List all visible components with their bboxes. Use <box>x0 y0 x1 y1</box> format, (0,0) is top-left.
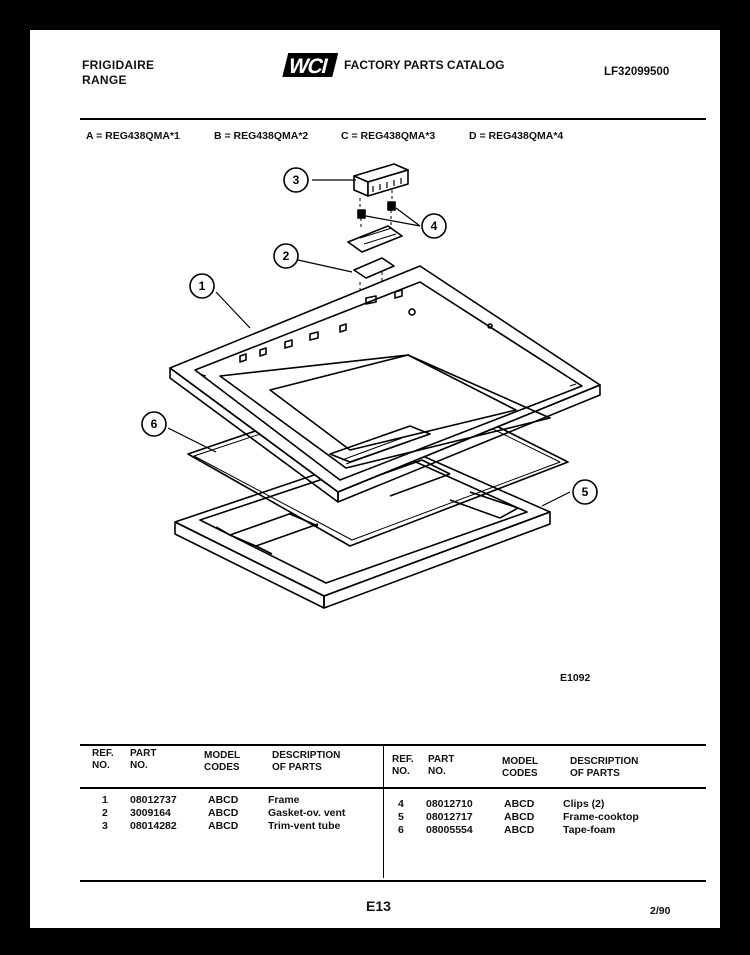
table-row-desc: Clips (2) <box>563 798 605 810</box>
table-row-part: 08012717 <box>426 811 473 823</box>
right-part-column: 08012710 08012717 08005554 <box>426 798 473 837</box>
logo-text: WCI <box>286 54 330 78</box>
right-header-ref: REF.NO. <box>392 754 414 777</box>
table-header-rule <box>80 787 706 789</box>
revision-date: 2/90 <box>650 905 671 917</box>
left-desc-column: Frame Gasket-ov. vent Trim-vent tube <box>268 794 345 833</box>
left-part-column: 08012737 3009164 08014282 <box>130 794 177 833</box>
svg-text:2: 2 <box>283 249 290 263</box>
vent-gasket-part <box>353 257 395 292</box>
product-type: RANGE <box>82 73 127 87</box>
svg-text:3: 3 <box>293 173 300 187</box>
header-rule <box>80 118 706 120</box>
table-row-part: 3009164 <box>130 807 171 819</box>
table-row-part: 08005554 <box>426 824 473 836</box>
right-codes-column: ABCD ABCD ABCD <box>504 798 534 837</box>
callout-1: 1 <box>189 273 215 299</box>
catalog-title: FACTORY PARTS CATALOG <box>344 58 505 72</box>
svg-text:5: 5 <box>582 485 589 499</box>
right-ref-column: 4 5 6 <box>398 798 404 837</box>
table-row-ref: 1 <box>102 794 108 806</box>
trim-vent-part <box>353 163 409 208</box>
clips-part <box>347 201 403 253</box>
table-row-codes: ABCD <box>504 798 535 810</box>
table-row-codes: ABCD <box>208 794 239 806</box>
model-a: A = REG438QMA*1 <box>86 130 180 142</box>
callout-2: 2 <box>273 243 299 269</box>
model-b: B = REG438QMA*2 <box>214 130 309 142</box>
table-row-desc: Tape-foam <box>563 824 616 836</box>
callout-5: 5 <box>572 479 598 505</box>
page-code: E13 <box>366 898 391 914</box>
table-row-codes: ABCD <box>504 811 535 823</box>
brand-block: FRIGIDAIRE RANGE <box>82 58 154 88</box>
table-row-desc: Frame <box>268 794 300 806</box>
model-d: D = REG438QMA*4 <box>469 130 564 142</box>
main-frame-part <box>169 265 601 503</box>
svg-text:4: 4 <box>431 219 438 233</box>
table-row-desc: Trim-vent tube <box>268 820 341 832</box>
table-row-part: 08012710 <box>426 798 473 810</box>
left-header-ref: REF.NO. <box>92 748 114 771</box>
callout-6: 6 <box>141 411 167 437</box>
callout-4: 4 <box>421 213 447 239</box>
wci-logo: WCI <box>282 53 338 78</box>
table-column-divider <box>383 746 384 878</box>
table-row-ref: 5 <box>398 811 404 823</box>
table-row-codes: ABCD <box>208 820 239 832</box>
table-top-rule <box>80 744 706 746</box>
catalog-heading: WCI FACTORY PARTS CATALOG <box>282 50 504 80</box>
table-row-part: 08012737 <box>130 794 177 806</box>
callout-3: 3 <box>283 167 309 193</box>
exploded-parts-diagram: 1 2 3 4 5 6 <box>141 163 601 609</box>
table-row-desc: Frame-cooktop <box>563 811 639 823</box>
table-row-part: 08014282 <box>130 820 177 832</box>
left-codes-column: ABCD ABCD ABCD <box>208 794 238 833</box>
svg-text:1: 1 <box>199 279 206 293</box>
table-row-ref: 3 <box>102 820 108 832</box>
brand-name: FRIGIDAIRE <box>82 58 155 72</box>
left-ref-column: 1 2 3 <box>102 794 108 833</box>
table-row-ref: 2 <box>102 807 108 819</box>
table-row-ref: 4 <box>398 798 404 810</box>
right-desc-column: Clips (2) Frame-cooktop Tape-foam <box>563 798 639 837</box>
table-row-ref: 6 <box>398 824 404 836</box>
document-number: LF32099500 <box>604 66 670 78</box>
catalog-page: FRIGIDAIRE RANGE WCI FACTORY PARTS CATAL… <box>30 30 720 928</box>
table-row-codes: ABCD <box>504 824 535 836</box>
table-row-desc: Gasket-ov. vent <box>268 807 346 819</box>
figure-code: E1092 <box>560 672 591 684</box>
svg-text:6: 6 <box>151 417 158 431</box>
model-c: C = REG438QMA*3 <box>341 130 436 142</box>
table-row-codes: ABCD <box>208 807 239 819</box>
table-bottom-rule <box>80 880 706 882</box>
